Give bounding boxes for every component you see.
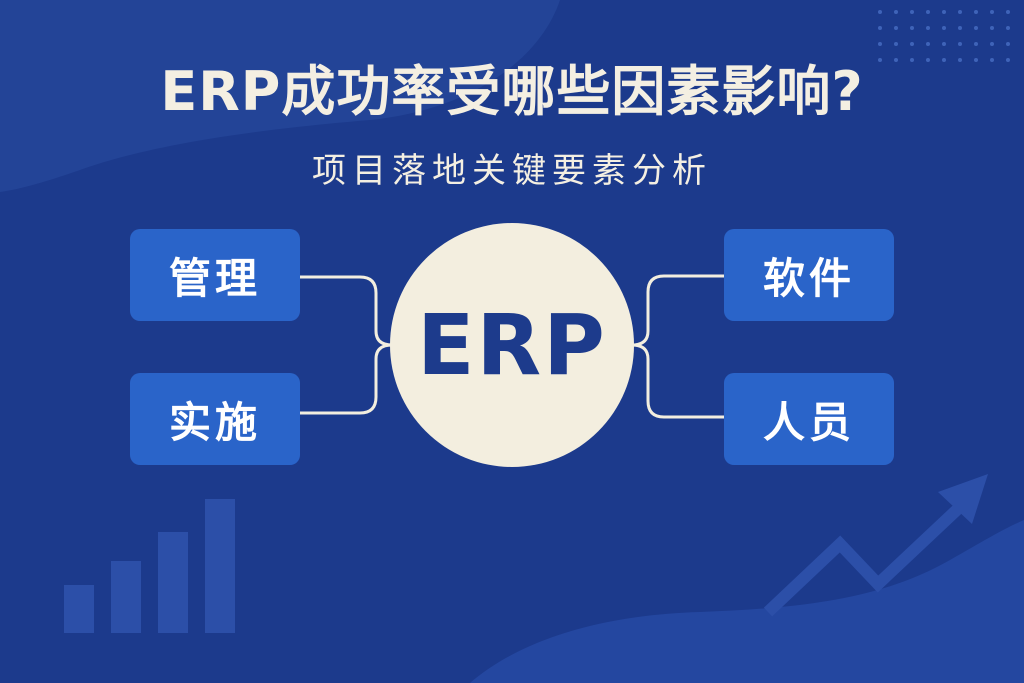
bottom-right-wave <box>470 520 1024 683</box>
bar-chart-icon <box>64 499 235 633</box>
trend-arrow-icon <box>763 474 988 617</box>
node-software: 软件 <box>724 229 894 321</box>
node-management: 管理 <box>130 229 300 321</box>
connector-lines <box>300 274 724 419</box>
connector-software <box>631 274 724 347</box>
top-left-wave <box>0 0 560 192</box>
connector-management <box>300 275 393 347</box>
dot-grid-icon <box>878 10 1010 62</box>
connector-implementation <box>300 343 393 415</box>
connector-personnel <box>631 343 724 419</box>
center-erp-circle: ERP <box>390 223 634 467</box>
node-implementation: 实施 <box>130 373 300 465</box>
page-subtitle: 项目落地关键要素分析 <box>312 151 712 191</box>
node-personnel: 人员 <box>724 373 894 465</box>
page-title: ERP成功率受哪些因素影响? <box>160 60 864 123</box>
